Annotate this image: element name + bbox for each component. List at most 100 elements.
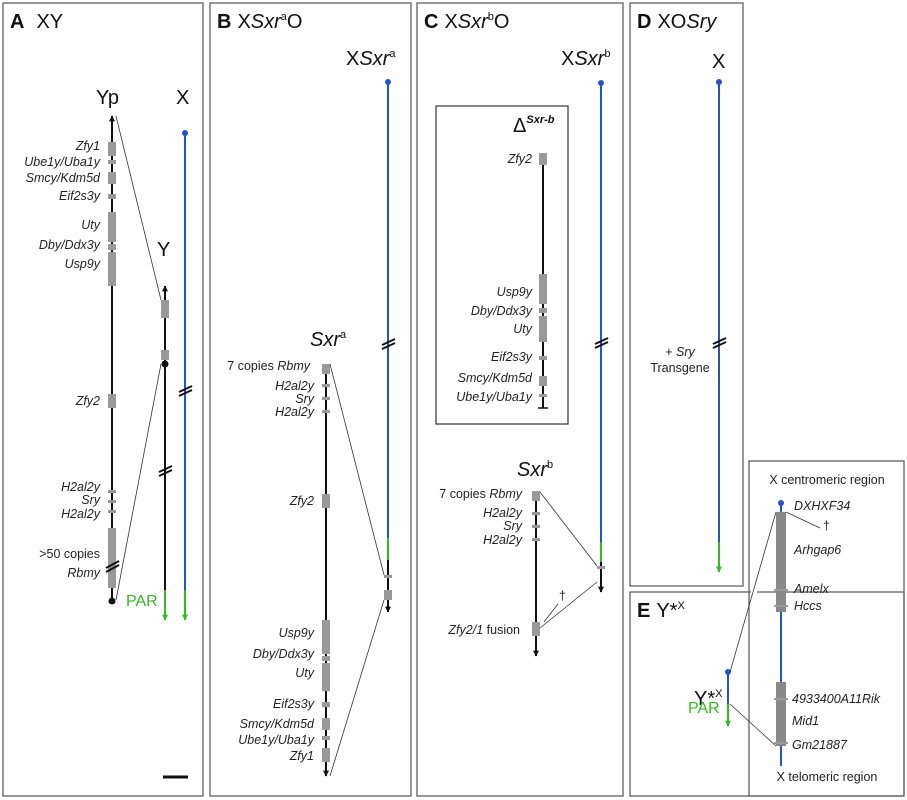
gene-label: Sry	[503, 519, 523, 533]
gene-label: Smcy/Kdm5d	[458, 371, 533, 385]
break-mark	[381, 338, 396, 346]
telomeric-label: X telomeric region	[777, 770, 878, 784]
yp-centromere	[108, 597, 116, 605]
break-mark	[178, 389, 193, 397]
gene-label: H2al2y	[483, 506, 523, 520]
sxra-gene-blocks	[322, 364, 330, 762]
centromeric-label: X centromeric region	[769, 473, 884, 487]
break-mark	[158, 465, 173, 473]
panel-c-frame	[416, 2, 624, 797]
gene-label: Sry	[295, 392, 315, 406]
ystar-label: Y*X	[694, 688, 723, 710]
y-label: Y	[157, 239, 170, 261]
break-mark	[105, 564, 120, 573]
yp-label: Yp	[96, 87, 119, 109]
gene-label: Uty	[513, 322, 533, 336]
insert-block	[384, 590, 392, 600]
x-sxrb-label: XSxrb	[561, 48, 610, 70]
projection-line	[329, 363, 385, 576]
sry-transgene-line1: + Sry	[665, 345, 695, 359]
panel-b-frame	[209, 2, 412, 797]
break-mark	[105, 560, 120, 569]
break-mark	[712, 341, 727, 349]
y-gene-block	[161, 300, 169, 318]
projection-line	[329, 599, 385, 777]
gene-label: Sry	[81, 493, 101, 507]
gene-label: Arhgap6	[793, 543, 841, 557]
gene-label: H2al2y	[483, 533, 523, 547]
x-centromere	[716, 79, 722, 85]
rbmy-label: Rbmy	[67, 566, 100, 580]
gene-label: Ube1y/Uba1y	[24, 155, 100, 169]
projection-line	[539, 491, 598, 567]
gene-label: Zfy2	[507, 152, 532, 166]
gene-label: Eif2s3y	[273, 697, 315, 711]
x-sxra-label: XSxra	[346, 48, 396, 70]
gene-label: Gm21887	[792, 738, 848, 752]
gene-label: DXHXF34	[794, 499, 850, 513]
projection-line	[729, 511, 777, 673]
x-centromere	[598, 80, 604, 86]
gene-label: Eif2s3y	[59, 189, 101, 203]
x-region-block-lower	[776, 682, 786, 746]
gene-label: Mid1	[792, 714, 819, 728]
gene-label: Zfy2	[75, 394, 100, 408]
gene-label: H2al2y	[275, 379, 315, 393]
break-mark	[712, 337, 727, 345]
gene-label: Smcy/Kdm5d	[240, 717, 315, 731]
gene-label: Uty	[81, 218, 101, 232]
x-region-centromere	[778, 500, 784, 506]
sxra-genes: 7 copies Rbmy H2al2y Sry H2al2y Zfy2 Usp…	[227, 359, 315, 763]
projection-line	[729, 703, 777, 747]
gene-label: Dby/Ddx3y	[253, 647, 315, 661]
sxra-label: Sxra	[310, 329, 347, 351]
break-mark	[594, 337, 609, 345]
x-centromere	[182, 130, 188, 136]
panel-d-frame	[629, 2, 744, 587]
break-mark	[594, 341, 609, 349]
sxrb-gene-block	[532, 512, 540, 515]
frame-gap	[751, 591, 757, 595]
gene-label: Amelx	[793, 582, 829, 596]
dagger-pointer	[543, 603, 559, 623]
par-label: PAR	[126, 593, 158, 610]
copies-label: 7 copies Rbmy	[227, 359, 310, 373]
ystar-centromere	[725, 669, 731, 675]
sxrb-label: Sxrb	[517, 459, 553, 481]
gene-label: H2al2y	[275, 405, 315, 419]
par-label: PAR	[688, 700, 720, 717]
sxrb-gene-block	[532, 491, 540, 501]
gene-label: Usp9y	[65, 257, 101, 271]
rbmy-copies-label: >50 copies	[39, 547, 100, 561]
y-centromere	[161, 360, 169, 368]
gene-label: Uty	[295, 666, 315, 680]
insert-block	[384, 575, 392, 578]
dagger-symbol: †	[823, 519, 830, 533]
gene-label: Eif2s3y	[491, 350, 533, 364]
delta-inset-frame	[435, 105, 569, 425]
yp-gene-blocks	[108, 142, 116, 588]
gene-label: H2al2y	[61, 480, 101, 494]
gene-label: Ube1y/Uba1y	[456, 390, 532, 404]
gene-label: Hccs	[794, 599, 822, 613]
delta-gene-blocks	[539, 153, 547, 397]
insert-block	[597, 566, 605, 569]
gene-label: Smcy/Kdm5d	[26, 171, 101, 185]
sxrb-gene-block	[532, 538, 540, 541]
sxrb-gene-block	[532, 622, 540, 636]
x-label: X	[176, 87, 189, 109]
gene-label: Zfy1	[75, 139, 100, 153]
gene-label: Usp9y	[497, 285, 533, 299]
delta-label: ΔSxr-b	[513, 114, 555, 137]
yp-genes: Zfy1 Ube1y/Uba1y Smcy/Kdm5d Eif2s3y Uty …	[24, 139, 101, 580]
panel-a-frame	[2, 2, 204, 797]
x-centromere	[385, 79, 391, 85]
projection-line	[539, 581, 598, 629]
break-mark	[178, 385, 193, 393]
